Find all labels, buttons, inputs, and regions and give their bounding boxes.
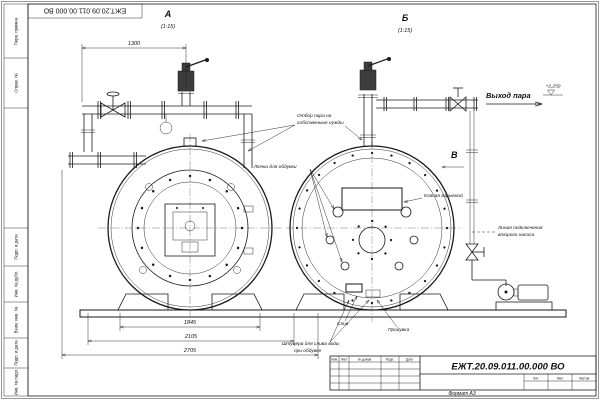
feed-pump (495, 283, 553, 311)
tb-col-podp: Подп. (386, 358, 395, 362)
top-nozzle (183, 137, 197, 147)
saddle-leg (117, 293, 169, 311)
doc-number-inverted: ЕЖТ.20.09.011.00.000 ВО (43, 7, 126, 14)
own-needs-label: собственные нужды (297, 120, 344, 126)
dimension-2705: 2705 (62, 170, 318, 359)
saddle-leg (295, 293, 345, 311)
second-pump-label: второго насоса (498, 233, 534, 238)
drain-box (345, 283, 363, 293)
sight-port (227, 183, 235, 191)
valve-lever-weight (205, 58, 209, 62)
pipe-flanges (383, 97, 477, 111)
dimension-1845: 1845 (120, 313, 260, 331)
pressure-gauge (159, 114, 173, 135)
tb-col-izm: Изм. (331, 358, 338, 362)
margin-label: Подп. и дата (14, 234, 19, 260)
door-hinge (243, 205, 254, 213)
blow-hatch-port (394, 261, 404, 271)
pipe-flanges (69, 152, 137, 168)
tb-list: Лист (557, 376, 564, 380)
door-hinge (243, 247, 254, 255)
tb-col-list: Лист (341, 358, 348, 362)
sight-port (139, 266, 147, 274)
view-b-label: Б (402, 13, 409, 23)
saddle-leg (399, 293, 449, 311)
blowdown-stub (365, 289, 381, 298)
blow-hatch-port (325, 235, 335, 245)
feed-pump-assembly: Линия подключения второго насоса (465, 111, 553, 311)
drain-nozzles-label: Штуцера для слива воды (282, 341, 340, 347)
drain-label: Слив (337, 321, 349, 327)
drain-nozzles-label: при обдувке (294, 348, 321, 354)
margin-label: Взам. инв. № (14, 306, 19, 333)
callout-blow-hatches: Лючки для обдувки (253, 164, 343, 262)
callout-drain: Слив (337, 296, 357, 327)
pump-suction-valve (465, 243, 485, 261)
top-stamp: ЕЖТ.20.09.011.00.000 ВО (27, 3, 143, 19)
dim-text: 2705 (183, 348, 197, 354)
margin-label: Подп. и дата (14, 340, 19, 366)
sight-port (145, 183, 153, 191)
dim-text: 1300 (128, 41, 141, 47)
outlet-valve (449, 87, 467, 112)
piping-a (68, 58, 255, 168)
elevation-mark: +2,250 (546, 84, 561, 90)
blow-hatch-port (409, 235, 419, 245)
view-v-callout: В (442, 150, 464, 167)
sight-port (233, 266, 241, 274)
saddle-leg (211, 293, 263, 311)
tb-listov: Листов (579, 376, 590, 380)
blow-hatch-port (332, 206, 344, 218)
callout-blowdown: Продувка (377, 300, 410, 333)
dim-text: 1845 (184, 320, 197, 326)
tb-col-docum: № докум. (358, 358, 372, 362)
center-manhole (358, 226, 386, 254)
steam-outlet-callout: Выход пара +2,250 (486, 84, 563, 105)
gate-valve (100, 91, 126, 118)
margin-label: Справ. № (14, 73, 19, 93)
title-block: Изм. Лист № докум. Подп. Дата ЕЖТ.20.09.… (329, 355, 597, 391)
piping-b (358, 57, 478, 146)
pipe-flanges (97, 101, 239, 119)
doc-number: ЕЖТ.20.09.011.00.000 ВО (451, 362, 565, 373)
margin-label: Инв. № дубл. (14, 271, 19, 298)
ground-hatch (79, 309, 567, 318)
margin-label: Инв. № подл. (14, 369, 19, 396)
blow-hatch-port (400, 206, 412, 218)
blowdown-label: Продувка (388, 327, 410, 333)
explosive-valve-label: Клапан взрывной (424, 192, 463, 199)
callout-explosive-valve: Клапан взрывной (404, 192, 463, 202)
safety-valve (359, 57, 391, 91)
callout-drain-nozzles: Штуцера для слива воды при обдувке (282, 300, 369, 354)
dimension-2105: 2105 (88, 313, 294, 345)
view-a-boiler-front (107, 137, 273, 311)
blow-hatches-label: Лючки для обдувки (253, 164, 297, 170)
view-a-label: А (164, 9, 172, 19)
dimension-1300: 1300 (82, 41, 186, 102)
valve-lever-weight (387, 57, 391, 61)
view-v-label: В (451, 150, 458, 160)
tb-col-data: Дата (406, 358, 413, 362)
tb-lit: Лит. (533, 376, 539, 380)
centerlines (98, 128, 462, 322)
view-a-scale: (1:15) (161, 24, 176, 30)
callout-own-needs: Отбор пара на собственные нужды (202, 113, 362, 151)
format-label: Формат А3 (448, 391, 476, 397)
margin-label: Перв. примен. (14, 17, 19, 46)
steam-outlet-label: Выход пара (486, 91, 531, 100)
second-pump-label: Линия подключения (497, 225, 543, 231)
safety-valve (177, 58, 209, 106)
blow-hatch-port (340, 261, 350, 271)
own-needs-label: Отбор пара на (297, 113, 332, 119)
explosive-valve (341, 187, 403, 211)
margin-column: Перв. примен. Справ. № Подп. и дата Инв.… (3, 3, 29, 397)
dim-text: 2105 (184, 334, 198, 340)
view-b-scale: (1:15) (398, 28, 413, 34)
